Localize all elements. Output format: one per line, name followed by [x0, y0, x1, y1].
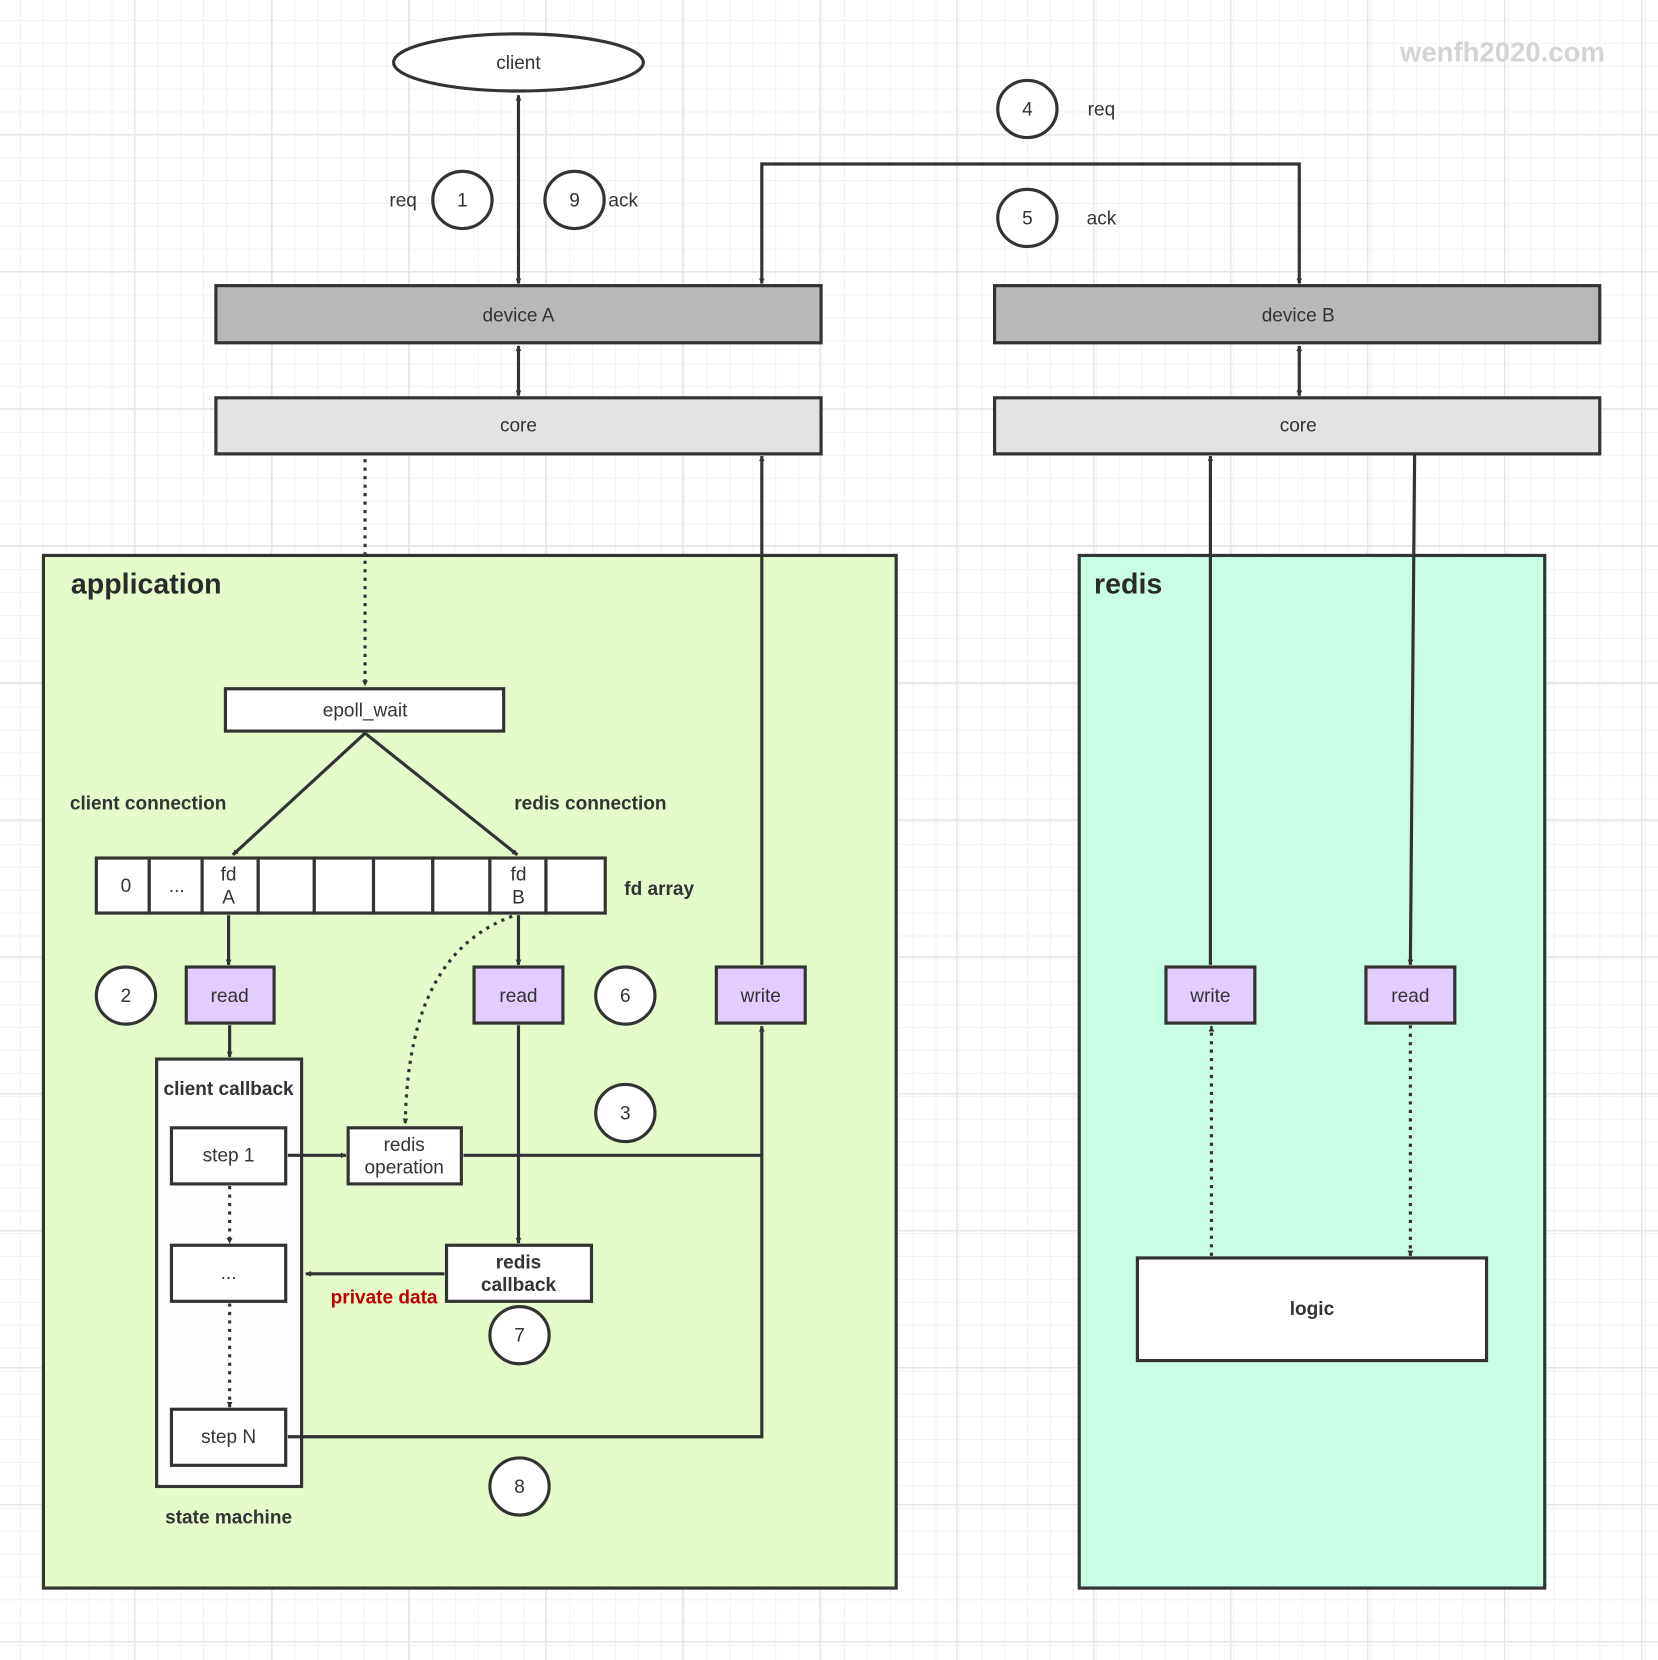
svg-text:read: read: [1391, 986, 1429, 1007]
epoll-to-fd-a-arrow: [231, 732, 367, 857]
step-9-badge: 9: [543, 169, 606, 231]
fd-array-label: fd array: [624, 879, 694, 900]
read-redis-box[interactable]: read: [472, 965, 565, 1025]
svg-text:1: 1: [457, 190, 468, 211]
fd-cell[interactable]: [256, 856, 316, 915]
step-8-badge: 8: [488, 1456, 551, 1517]
svg-text:4: 4: [1022, 99, 1033, 120]
fd-b-to-redis-operation-arrow: [402, 914, 513, 1125]
fd-cell[interactable]: [371, 856, 435, 915]
svg-text:redis: redis: [384, 1135, 425, 1156]
req-label-left: req: [389, 190, 417, 211]
device-a[interactable]: device A: [214, 284, 823, 345]
read-redis-side-box[interactable]: read: [1364, 965, 1457, 1025]
step-4-badge: 4: [996, 78, 1059, 140]
fd-cell[interactable]: [431, 856, 492, 915]
svg-text:...: ...: [221, 1263, 237, 1284]
svg-text:9: 9: [569, 190, 580, 211]
svg-text:client: client: [496, 53, 541, 74]
fd-b-label-top: fd: [511, 864, 527, 885]
svg-text:step N: step N: [201, 1427, 256, 1448]
write-app-box[interactable]: write: [714, 965, 807, 1025]
fd-a-label-bottom: A: [222, 888, 235, 909]
application-title: application: [71, 569, 222, 601]
svg-text:5: 5: [1022, 208, 1033, 229]
svg-text:3: 3: [620, 1103, 631, 1124]
step-n-to-write-link: [287, 1155, 764, 1439]
fd-b-label-bottom: B: [512, 888, 525, 909]
svg-text:6: 6: [620, 986, 631, 1007]
device-b[interactable]: device B: [992, 284, 1602, 345]
step-6-badge: 6: [594, 965, 657, 1026]
svg-text:operation: operation: [365, 1157, 444, 1178]
svg-text:client callback: client callback: [164, 1079, 295, 1100]
core-b-to-redis-read-arrow: [1407, 453, 1417, 966]
svg-text:logic: logic: [1290, 1299, 1335, 1320]
svg-text:2: 2: [121, 986, 132, 1007]
step-mid-box[interactable]: ...: [169, 1243, 288, 1303]
ack-label-left: ack: [608, 190, 638, 211]
svg-text:epoll_wait: epoll_wait: [323, 700, 408, 721]
step-n-box[interactable]: step N: [169, 1407, 288, 1467]
read-client-box[interactable]: read: [184, 965, 276, 1025]
ack-label-right: ack: [1087, 208, 1117, 229]
svg-text:step 1: step 1: [203, 1146, 255, 1167]
redis-connection-label: redis connection: [514, 793, 666, 814]
svg-text:device A: device A: [483, 306, 555, 327]
redis-title: redis: [1094, 569, 1162, 601]
core-b[interactable]: core: [992, 396, 1602, 456]
svg-text:callback: callback: [481, 1275, 557, 1296]
fd-cell-label: ...: [169, 876, 185, 897]
redis-callback-box[interactable]: redis callback: [444, 1243, 594, 1303]
svg-text:device B: device B: [1262, 306, 1335, 327]
fd-a-label-top: fd: [221, 864, 237, 885]
epoll-to-fd-b-arrow: [364, 731, 519, 857]
fd-cell[interactable]: [544, 856, 607, 915]
private-data-label: private data: [331, 1287, 438, 1308]
fd-cell-label: 0: [121, 876, 132, 897]
step-5-badge: 5: [996, 187, 1059, 249]
step-7-badge: 7: [488, 1305, 551, 1366]
client-connection-label: client connection: [70, 793, 227, 814]
svg-text:core: core: [1280, 416, 1317, 437]
step-3-badge: 3: [594, 1082, 657, 1144]
svg-text:7: 7: [514, 1326, 525, 1347]
write-redis-box[interactable]: write: [1164, 965, 1257, 1025]
watermark: wenfh2020.com: [1399, 36, 1605, 67]
client-node[interactable]: client: [392, 32, 645, 93]
step-1-box[interactable]: step 1: [169, 1126, 288, 1186]
core-a[interactable]: core: [214, 396, 823, 456]
svg-text:read: read: [211, 986, 249, 1007]
redis-operation-box[interactable]: redis operation: [346, 1126, 463, 1186]
redis-container: redis: [1077, 553, 1547, 1590]
device-a-device-b-link: [758, 162, 1303, 285]
svg-text:redis: redis: [496, 1253, 541, 1274]
epoll-wait-box[interactable]: epoll_wait: [223, 687, 506, 733]
step-1-badge: 1: [431, 169, 494, 231]
step-2-badge: 2: [94, 965, 158, 1026]
fd-array: 0 ... fd A fd B: [94, 856, 607, 915]
svg-text:8: 8: [514, 1477, 525, 1498]
logic-box[interactable]: logic: [1135, 1256, 1489, 1363]
fd-cell[interactable]: [147, 856, 204, 915]
fd-cell[interactable]: [312, 856, 376, 915]
svg-text:core: core: [500, 416, 537, 437]
svg-text:write: write: [1189, 986, 1230, 1007]
svg-text:write: write: [740, 986, 781, 1007]
req-label-right: req: [1088, 99, 1116, 120]
svg-text:read: read: [499, 986, 537, 1007]
state-machine-label: state machine: [165, 1508, 292, 1529]
